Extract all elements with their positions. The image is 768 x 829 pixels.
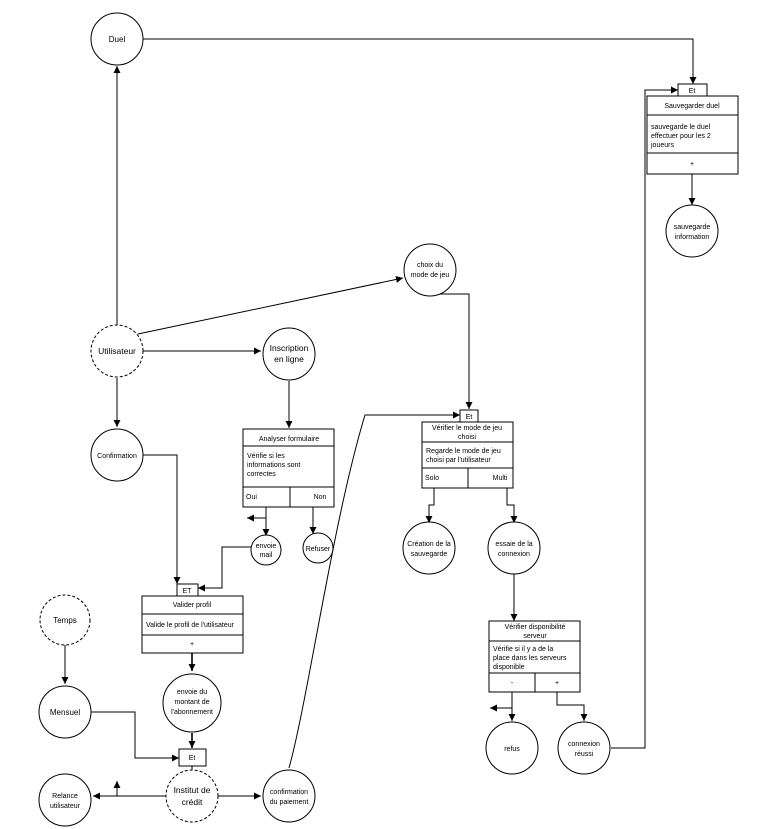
node-refus[interactable]: refus <box>485 721 539 775</box>
node-creation-sauvegarde[interactable]: Création de la sauvegarde <box>402 521 456 575</box>
node-refus-label: refus <box>504 746 520 753</box>
node-refuser-label: Refuser <box>306 546 331 553</box>
edge-plus-to-reussi <box>556 692 588 721</box>
node-envoie-mail-label-2: mail <box>260 552 273 559</box>
box-analyser-oui: Oui <box>246 494 257 501</box>
node-montant-label-1: envoie du <box>177 689 207 696</box>
box-verifier-mode-body-1: Regarde le mode de jeu <box>426 448 501 455</box>
box-dispo-title-2: serveur <box>523 633 547 640</box>
box-analyser-body-1: Vérifie si les <box>247 453 285 460</box>
node-connexion-reussi[interactable]: connexion réussi <box>557 721 611 775</box>
edge-mail-to-valider <box>198 546 251 592</box>
box-dispo-body-2: place dans les serveurs <box>493 655 567 662</box>
node-institut-label-1: Institut de <box>174 785 211 795</box>
node-reussi-label-2: réussi <box>575 751 594 758</box>
box-verifier-mode-title-2: choisi <box>458 434 476 441</box>
box-dispo-body-1: Vérifie si il y a de la <box>493 646 553 653</box>
node-choix-label-2: mode de jeu <box>411 272 450 279</box>
node-paiement-label-2: du paiement <box>270 799 309 806</box>
edge-choix-to-verifier <box>430 293 473 409</box>
node-inscription[interactable]: Inscription en ligne <box>262 327 316 381</box>
box-verifier-disponibilite[interactable]: Vérifier disponibilité serveur Vérifie s… <box>488 620 581 693</box>
node-montant-label-2: montant de <box>174 699 209 706</box>
box-analyser-body-3: correctes <box>247 471 276 478</box>
edge-mensuel-to-et <box>91 711 179 762</box>
node-inscription-label-1: Inscription <box>270 343 309 353</box>
node-utilisateur-label: Utilisateur <box>98 346 136 356</box>
edge-reussi-to-sauvegarder <box>611 86 678 749</box>
box-et-paiement-label: Et <box>189 755 196 762</box>
box-verifier-mode-body-2: choisi par l'utilisateur <box>426 457 491 464</box>
edge-paiement-to-verifier <box>288 411 460 769</box>
box-dispo-plus: + <box>555 680 559 687</box>
node-choix-label-1: choix du <box>417 262 443 269</box>
edge-duel-to-sauvegarder <box>141 38 697 84</box>
box-sauvegarder-footer: + <box>690 161 694 168</box>
box-et-paiement[interactable]: Et <box>178 748 207 767</box>
node-mensuel[interactable]: Mensuel <box>38 685 92 739</box>
node-essaie-label-1: essaie de la <box>495 541 532 548</box>
box-sauvegarder-body-2: effectuer pour les 2 <box>651 133 711 140</box>
box-sauvegarder-body-3: joueurs <box>650 142 674 149</box>
box-valider-tag-label: ET <box>183 588 193 595</box>
box-verifier-mode-multi: Multi <box>493 475 508 482</box>
node-mensuel-label: Mensuel <box>50 708 80 717</box>
box-valider-title: Valider profil <box>173 602 212 609</box>
box-sauvegarder-body-1: sauvegarde le duel <box>651 124 711 131</box>
node-confirmation[interactable]: Confirmation <box>90 428 144 482</box>
box-verifier-mode-solo: Solo <box>425 475 439 482</box>
node-duel[interactable]: Duel <box>90 12 144 66</box>
box-valider-body-1: Valide le profil de l'utilisateur <box>146 622 235 629</box>
edge-solo-to-creation <box>425 487 435 523</box>
node-confirmation-label: Confirmation <box>97 453 137 460</box>
node-sauvegarde-info-label-2: information <box>675 234 710 241</box>
node-essaie-connexion[interactable]: essaie de la connexion <box>487 521 541 575</box>
box-dispo-minus: - <box>511 680 514 687</box>
node-institut-credit[interactable]: Institut de crédit <box>165 769 219 823</box>
node-refuser[interactable]: Refuser <box>302 532 334 564</box>
node-paiement-label-1: confirmation <box>270 789 308 796</box>
node-envoie-montant[interactable]: envoie du montant de l'abonnement <box>162 673 222 733</box>
node-sauvegarde-info-label-1: sauvegarde <box>674 224 711 231</box>
node-creation-label-2: sauvegarde <box>411 551 448 558</box>
node-inscription-label-2: en ligne <box>274 354 304 364</box>
node-temps[interactable]: Temps <box>39 594 91 646</box>
node-institut-label-2: crédit <box>182 797 203 807</box>
node-choix-mode[interactable]: choix du mode de jeu <box>403 243 457 297</box>
box-valider-footer: + <box>190 641 194 648</box>
box-sauvegarder-duel[interactable]: Et Sauvegarder duel sauvegarde le duel e… <box>646 83 739 175</box>
node-temps-label: Temps <box>53 616 77 625</box>
node-montant-label-3: l'abonnement <box>171 709 213 716</box>
node-relance-label-2: utilisateur <box>50 803 81 810</box>
node-duel-label: Duel <box>109 35 126 44</box>
box-sauvegarder-title: Sauvegarder duel <box>664 103 720 110</box>
box-valider-profil[interactable]: ET Valider profil Valide le profil de l'… <box>141 583 244 654</box>
edge-confirmation-to-valider <box>143 454 181 584</box>
node-creation-label-1: Création de la <box>407 541 451 548</box>
node-sauvegarde-information[interactable]: sauvegarde information <box>665 204 719 258</box>
box-dispo-title-1: Vérifier disponibilité <box>505 624 566 631</box>
box-verifier-mode-title-1: Vérifier le mode de jeu <box>432 425 502 432</box>
box-dispo-body-3: disponible <box>493 664 525 671</box>
box-analyser-non: Non <box>314 494 327 501</box>
node-essaie-label-2: connexion <box>498 551 530 558</box>
node-envoie-mail[interactable]: envoie mail <box>250 534 282 566</box>
node-envoie-mail-label-1: envoie <box>256 543 277 550</box>
node-reussi-label-1: connexion <box>568 741 600 748</box>
edge-multi-to-essaie <box>506 487 518 523</box>
box-analyser-body-2: informations sont <box>247 462 300 469</box>
node-relance-utilisateur[interactable]: Relance utilisateur <box>38 773 92 827</box>
edges <box>61 38 697 800</box>
box-analyser-title: Analyser formulaire <box>259 436 319 443</box>
node-confirmation-paiement[interactable]: confirmation du paiement <box>262 769 316 823</box>
box-verifier-mode[interactable]: Et Vérifier le mode de jeu choisi Regard… <box>421 409 514 489</box>
edge-utilisateur-to-choix <box>137 276 404 335</box>
box-verifier-mode-tag-label: Et <box>466 414 473 421</box>
box-analyser-formulaire[interactable]: Analyser formulaire Vérifie si les infor… <box>242 428 335 508</box>
node-relance-label-1: Relance <box>52 793 78 800</box>
box-sauvegarder-tag-label: Et <box>689 88 696 95</box>
node-utilisateur[interactable]: Utilisateur <box>90 324 144 378</box>
